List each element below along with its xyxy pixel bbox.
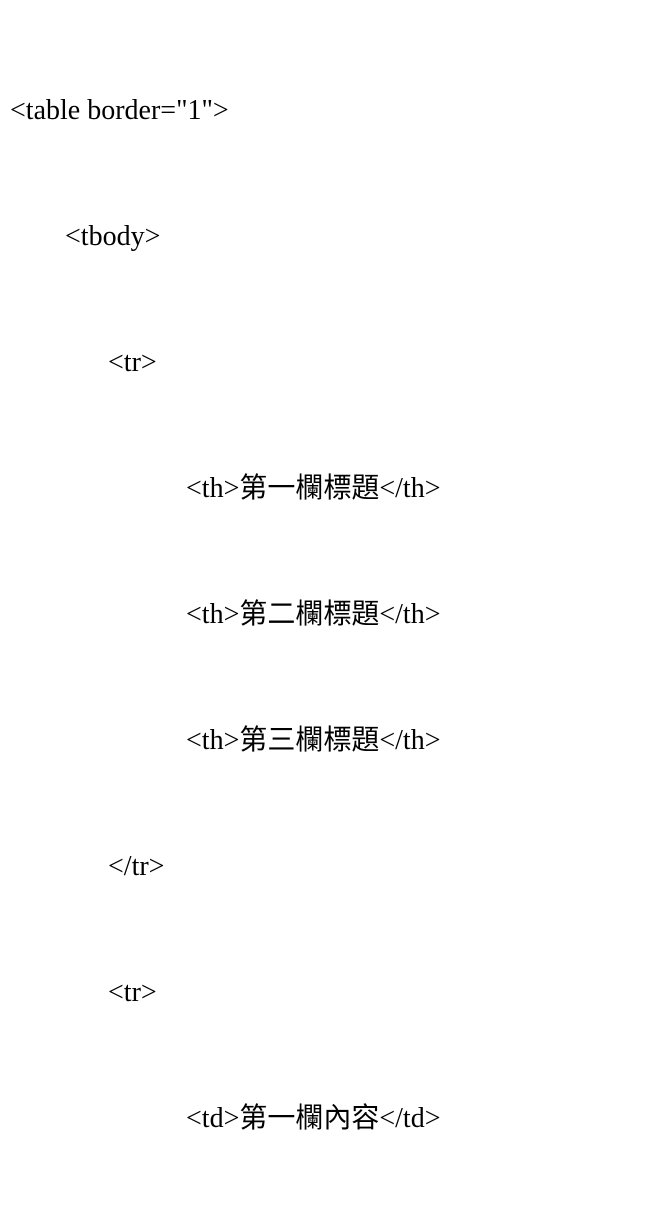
code-line: <tbody> (65, 221, 161, 252)
code-line: <td>第一欄內容</td> (186, 1103, 441, 1134)
code-line: <table border="1"> (10, 95, 229, 126)
code-line: </tr> (108, 851, 165, 882)
code-line: <tr> (108, 977, 157, 1008)
code-line: <tr> (108, 347, 157, 378)
code-line: <th>第二欄標題</th> (186, 599, 441, 630)
code-line: <th>第三欄標題</th> (186, 725, 441, 756)
code-line: <th>第一欄標題</th> (186, 473, 441, 504)
